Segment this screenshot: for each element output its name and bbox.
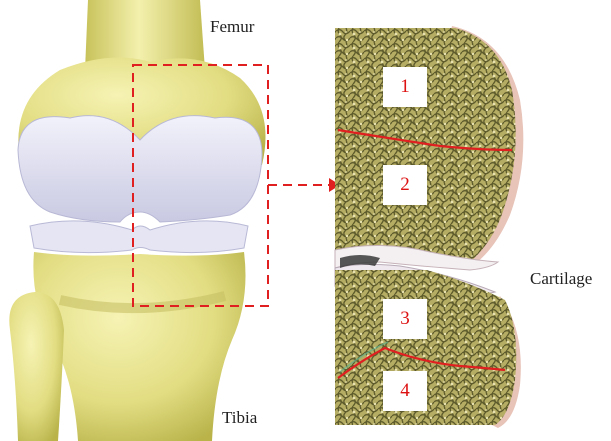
cartilage-label: Cartilage — [530, 269, 592, 289]
tibia-section — [330, 270, 530, 430]
region-2-marker: 2 — [383, 165, 427, 205]
region-4-marker: 4 — [383, 371, 427, 411]
femur-label: Femur — [210, 17, 254, 37]
tibia-label: Tibia — [222, 408, 257, 428]
tibial-cartilage — [30, 221, 248, 253]
region-1-marker: 1 — [383, 67, 427, 107]
fibula — [9, 292, 64, 441]
region-3-marker: 3 — [383, 299, 427, 339]
tibia — [33, 252, 245, 441]
